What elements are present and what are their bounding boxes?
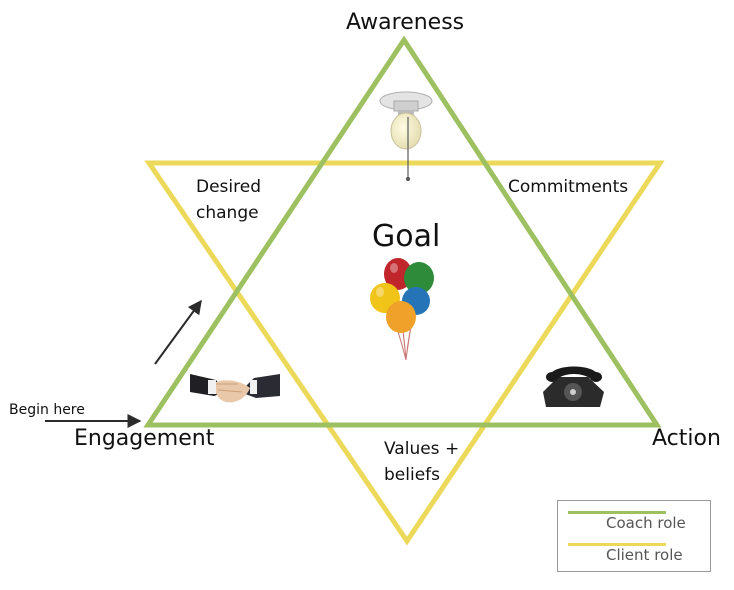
- legend-item-client-role: Client role: [568, 537, 708, 567]
- region-label-commitments: Commitments: [508, 177, 629, 197]
- vertex-label-engagement: Engagement: [74, 426, 215, 451]
- region-label-desired-change-line1: Desired: [196, 177, 261, 197]
- region-label-values-line2: beliefs: [384, 465, 440, 485]
- balloons-icon: [370, 258, 434, 361]
- telephone-icon: [543, 366, 604, 407]
- lightbulb-icon: [379, 91, 433, 181]
- client-role-triangle: [144, 160, 665, 546]
- legend-label-client-role: Client role: [606, 546, 683, 564]
- handshake-icon: [190, 374, 280, 403]
- goal-label: Goal: [372, 219, 441, 254]
- begin-here-label: Begin here: [9, 402, 85, 418]
- legend-label-coach-role: Coach role: [606, 514, 686, 532]
- legend-item-coach-role: Coach role: [568, 505, 708, 535]
- vertex-label-action: Action: [652, 426, 721, 451]
- legend: Coach role Client role: [557, 500, 711, 572]
- region-label-desired-change-line2: change: [196, 203, 259, 223]
- legend-swatch-coach: [568, 511, 666, 514]
- coach-role-triangle: [143, 35, 662, 428]
- vertex-label-awareness: Awareness: [346, 10, 465, 35]
- progress-arrow: [154, 299, 202, 365]
- region-label-values-line1: Values +: [384, 439, 460, 459]
- legend-swatch-client: [568, 543, 666, 546]
